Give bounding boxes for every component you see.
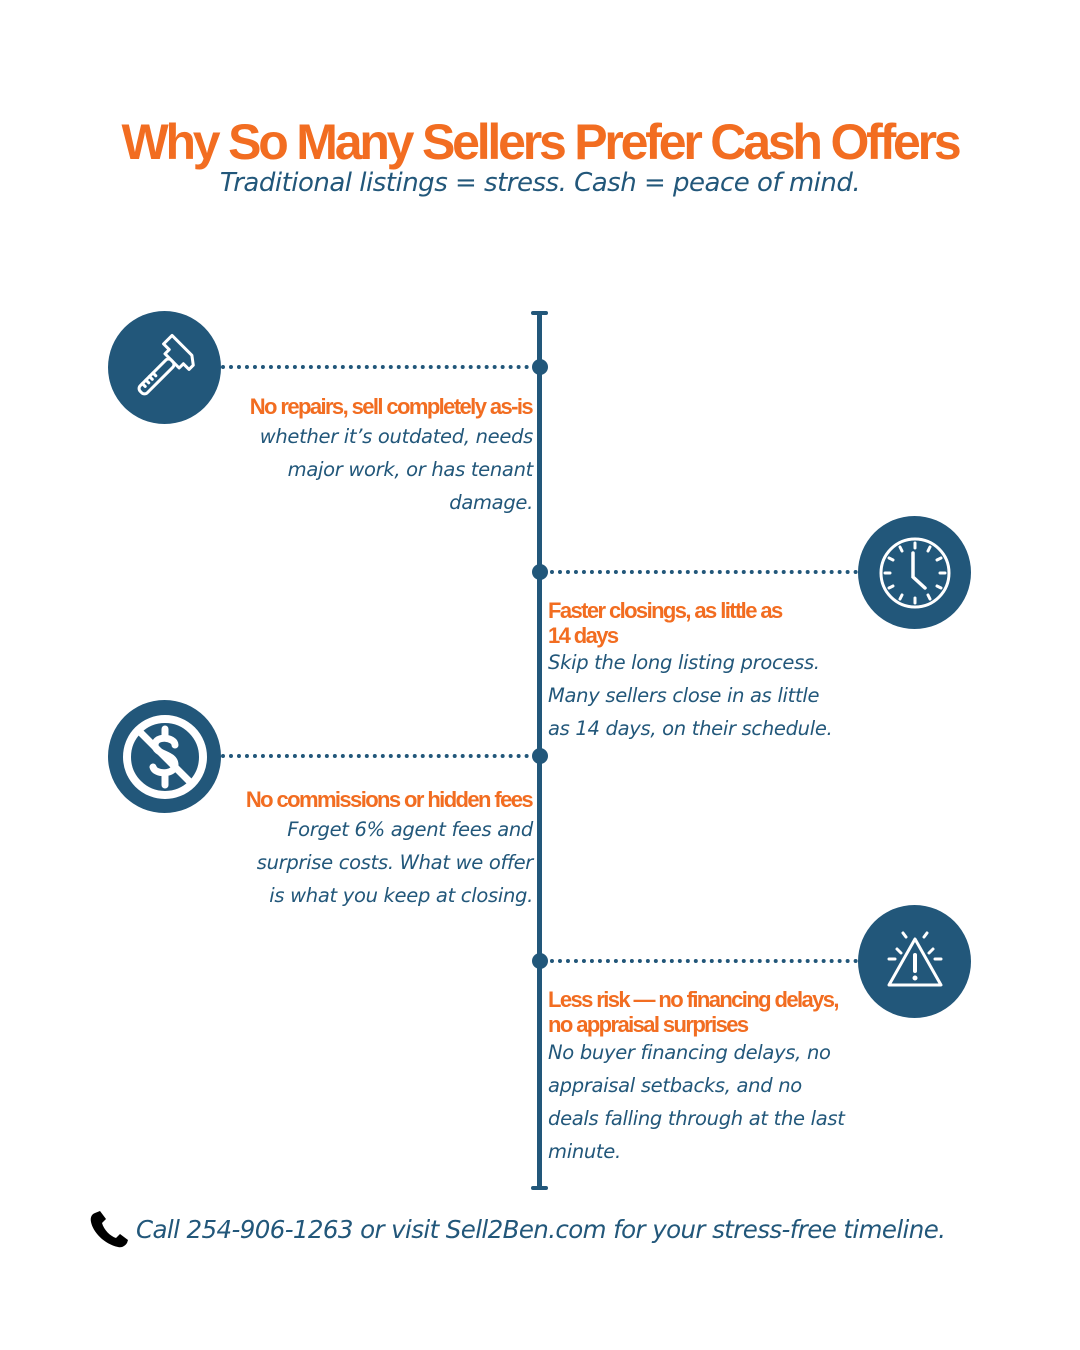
phone-icon [90, 1211, 128, 1248]
footer-cta: Call 254-906-1263 or visit Sell2Ben.com … [88, 1210, 946, 1250]
item-heading: Faster closings, as little as 14 days [548, 598, 783, 648]
warning-icon [887, 931, 942, 986]
item-heading: No commissions or hidden fees [245, 787, 534, 812]
connector-dots [221, 754, 537, 758]
item-body: Forget 6% agent fees and surprise costs.… [256, 818, 534, 907]
clock-icon-badge [858, 516, 971, 629]
item-body: No buyer financing delays, no appraisal … [548, 1041, 845, 1163]
connector-dots [542, 570, 858, 574]
connector-dots [542, 959, 858, 963]
timeline-node [532, 953, 548, 969]
timeline-bottom-cap [531, 1186, 548, 1190]
item-body: whether it’s outdated, needs major work,… [259, 425, 534, 514]
page-title: Why So Many Sellers Prefer Cash Offers [121, 114, 961, 170]
item-heading: Less risk — no financing delays, no appr… [548, 987, 840, 1037]
warning-icon-badge [858, 905, 971, 1018]
connector-dots [221, 365, 537, 369]
timeline-node [532, 564, 548, 580]
no-dollar-icon-badge [108, 700, 221, 813]
item-body: Skip the long listing process. Many sell… [548, 651, 833, 740]
timeline-top-cap [531, 311, 548, 315]
item-heading: No repairs, sell completely as-is [249, 394, 534, 419]
page-subtitle: Traditional listings = stress. Cash = pe… [219, 168, 861, 198]
timeline-node [532, 359, 548, 375]
hammer-icon [137, 333, 195, 395]
no-dollar-icon [122, 714, 207, 799]
hammer-icon-badge [108, 311, 221, 424]
timeline-node [532, 748, 548, 764]
clock-icon [879, 537, 950, 608]
footer-text: Call 254-906-1263 or visit Sell2Ben.com … [136, 1215, 946, 1244]
